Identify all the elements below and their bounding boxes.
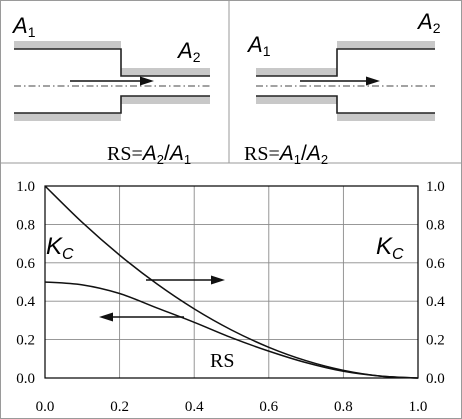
arrow-to-right-axis-head (211, 275, 225, 285)
label-a1: A1 (11, 13, 36, 40)
y-tick-label-right: 0.8 (426, 217, 445, 233)
pipe-wall-bottom (14, 96, 210, 121)
y-tick-label-right: 1.0 (426, 179, 445, 195)
y-tick-label-right: 0.6 (426, 256, 445, 272)
y-tick-label-right: 0.2 (426, 333, 445, 349)
flow-arrow-head (366, 76, 380, 86)
x-tick-label: 0.2 (110, 399, 129, 415)
pipe-inner-edge-bottom (256, 95, 435, 114)
kc-label-right: KC (376, 233, 404, 263)
x-tick-label: 0.4 (185, 399, 204, 415)
expansion-panel: A1 A2 RS=A1/A2 (244, 9, 441, 167)
x-tick-label: 0.8 (334, 399, 353, 415)
pipe-inner-edge-bottom (14, 95, 210, 114)
flow-arrow-head (140, 76, 154, 86)
pipe-inner-edge-top (256, 48, 435, 77)
pipe-wall-bottom (256, 96, 435, 121)
label-a2: A2 (176, 38, 201, 65)
contraction-loss-curve (44, 281, 419, 379)
formula-rs-expansion: RS=A1/A2 (244, 142, 328, 167)
y-tick-label-left: 1.0 (16, 179, 35, 195)
y-tick-label-right: 0.4 (426, 294, 445, 310)
label-a1: A1 (246, 32, 271, 59)
x-tick-label: 0.6 (259, 399, 278, 415)
y-tick-label-left: 0.4 (16, 294, 35, 310)
rs-axis-label: RS (210, 350, 234, 372)
formula-rs-contraction: RS=A2/A1 (107, 142, 191, 167)
kc-label-left: KC (46, 233, 74, 263)
y-tick-label-right: 0.0 (426, 371, 445, 387)
y-tick-label-left: 0.6 (16, 256, 35, 272)
chart-curves (44, 185, 419, 379)
pipe-inner-edge-top (14, 48, 210, 77)
y-tick-label-left: 0.2 (16, 333, 35, 349)
pipe-wall-top (256, 41, 435, 76)
x-tick-label: 0.0 (36, 399, 55, 415)
arrow-to-left-axis-head (99, 312, 113, 322)
y-tick-label-left: 0.8 (16, 217, 35, 233)
chart-grid (45, 186, 418, 378)
contraction-panel: A1 A2 RS=A2/A1 (11, 13, 210, 167)
y-tick-label-left: 0.0 (16, 371, 35, 387)
pipe-wall-top (14, 41, 210, 76)
label-a2: A2 (416, 9, 441, 36)
x-tick-label: 1.0 (409, 399, 428, 415)
